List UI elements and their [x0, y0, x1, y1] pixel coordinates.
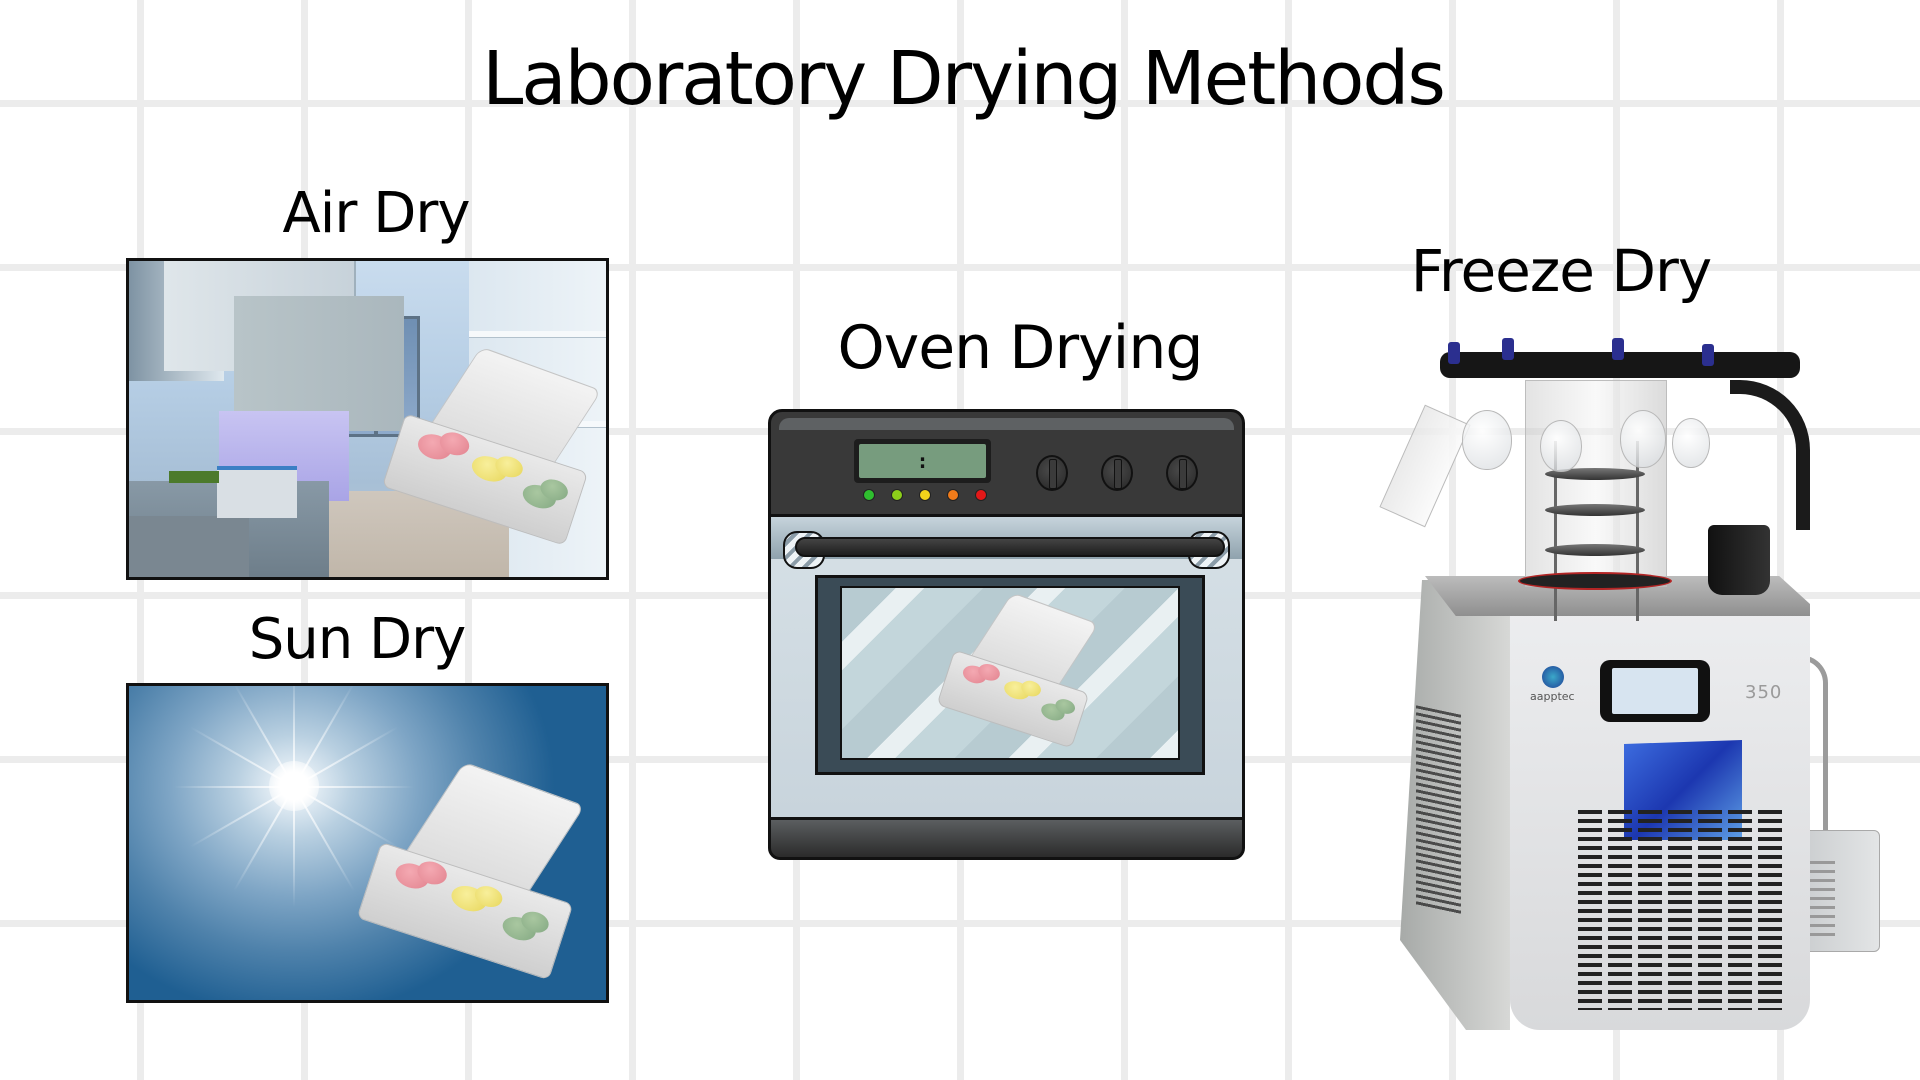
- pillbox-icon: [356, 761, 589, 981]
- sun-icon: [269, 761, 319, 811]
- glass-flask: [1672, 418, 1710, 468]
- brand-logo-icon: [1542, 666, 1564, 688]
- valve-icon: [1702, 344, 1714, 366]
- touch-screen-display: [1612, 668, 1698, 714]
- glass-flask: [1462, 410, 1512, 470]
- air-dry-label: Air Dry: [282, 181, 471, 246]
- manifold: [1440, 338, 1800, 378]
- glass-flask: [1620, 410, 1666, 468]
- drying-tray: [1545, 468, 1645, 480]
- oven-window: [815, 575, 1205, 775]
- valve-icon: [1448, 342, 1460, 364]
- shelf-rod: [1636, 441, 1639, 621]
- led-lime-icon: [891, 489, 903, 501]
- pillbox-icon: [379, 346, 606, 556]
- oven-handle: [795, 537, 1225, 557]
- lab-instrument: [217, 466, 297, 518]
- shelf: [469, 331, 606, 338]
- valve-icon: [1502, 338, 1514, 360]
- air-dry-image: [126, 258, 609, 580]
- oven-top-highlight: [779, 418, 1234, 430]
- glass-tube: [1379, 404, 1471, 528]
- slide-title: Laboratory Drying Methods: [482, 36, 1446, 122]
- shelf-rod: [1554, 441, 1557, 621]
- sun-dry-image: [126, 683, 609, 1003]
- freeze-dry-label: Freeze Dry: [1410, 237, 1712, 305]
- drying-tray: [1545, 544, 1645, 556]
- touch-screen: [1600, 660, 1710, 722]
- lab-rack: [169, 471, 219, 483]
- oven-illustration: :: [768, 409, 1245, 860]
- oven-door: [768, 515, 1245, 820]
- chamber-seal-ring: [1518, 572, 1672, 590]
- oven-display: :: [854, 439, 991, 483]
- drying-tray: [1545, 504, 1645, 516]
- led-red-icon: [975, 489, 987, 501]
- sun-dry-label: Sun Dry: [248, 607, 467, 672]
- condenser: [1708, 525, 1770, 595]
- pillbox-icon: [932, 592, 1102, 749]
- glass-flask: [1540, 420, 1582, 472]
- oven-glass: [840, 586, 1180, 760]
- led-orange-icon: [947, 489, 959, 501]
- oven-knob-icon: [1166, 455, 1198, 491]
- fume-hood: [234, 296, 404, 431]
- model-number: 350: [1745, 682, 1783, 703]
- oven-base: [768, 817, 1245, 860]
- front-vent: [1578, 810, 1788, 1010]
- oven-drying-label: Oven Drying: [837, 313, 1204, 383]
- valve-icon: [1612, 338, 1624, 360]
- oven-knob-icon: [1101, 455, 1133, 491]
- brand-name: aapptec: [1530, 690, 1575, 703]
- vacuum-hose: [1730, 380, 1810, 530]
- freeze-dryer-image: aapptec 350: [1379, 338, 1880, 1030]
- led-yellow-icon: [919, 489, 931, 501]
- sun-ray: [294, 786, 414, 788]
- oven-knob-icon: [1036, 455, 1068, 491]
- oven-control-panel: :: [768, 409, 1245, 517]
- led-green-icon: [863, 489, 875, 501]
- lab-sink: [129, 516, 249, 577]
- side-vent: [1416, 705, 1461, 915]
- oven-display-text: :: [859, 444, 986, 478]
